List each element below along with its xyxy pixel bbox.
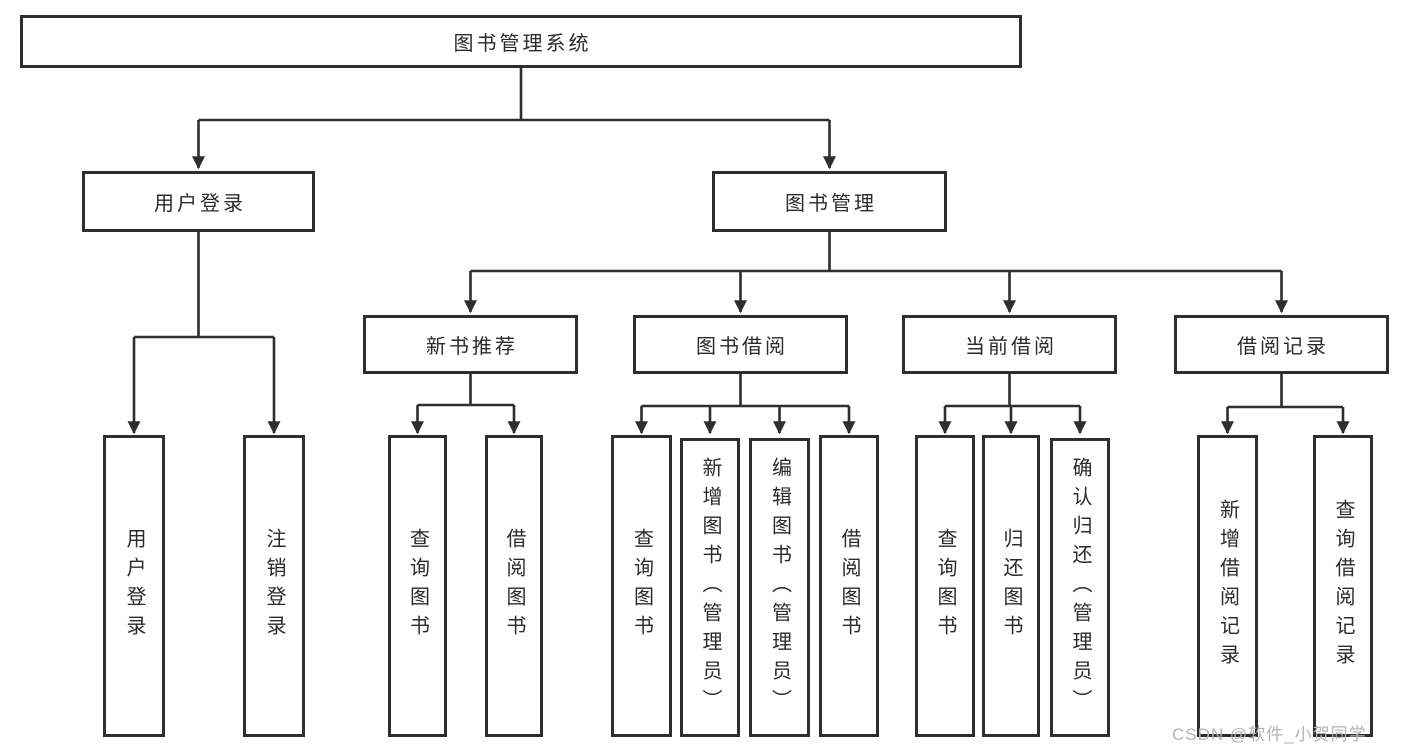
node-current-borrowing: 当前借阅 — [902, 315, 1117, 374]
leaf-user-login: 用户登录 — [103, 435, 165, 737]
node-book-borrowing: 图书借阅 — [633, 315, 848, 374]
connectors-new-book-recommend — [411, 374, 521, 435]
leaf-borrow-books-borrowing: 借阅图书 — [819, 435, 879, 737]
leaf-query-books-current: 查询图书 — [915, 435, 975, 737]
leaf-query-borrow-record: 查询借阅记录 — [1313, 435, 1373, 737]
connectors-book-borrowing — [635, 374, 856, 435]
connectors-root — [192, 68, 836, 170]
leaf-add-borrow-record: 新增借阅记录 — [1197, 435, 1258, 737]
leaf-add-books-admin: 新增图书（管理员） — [680, 438, 740, 737]
leaf-query-books-borrowing: 查询图书 — [611, 435, 672, 737]
connectors-borrowing-records — [1221, 374, 1350, 435]
node-new-book-recommend: 新书推荐 — [363, 315, 578, 374]
watermark: CSDN @软件_小贺同学 — [1172, 725, 1367, 744]
leaf-edit-books-admin: 编辑图书（管理员） — [749, 438, 810, 737]
node-borrowing-records: 借阅记录 — [1174, 315, 1389, 374]
leaf-logout-login: 注销登录 — [243, 435, 305, 737]
node-user-login: 用户登录 — [82, 171, 315, 232]
leaf-confirm-return-admin: 确认归还（管理员） — [1050, 438, 1110, 737]
leaf-query-books-recommend: 查询图书 — [388, 435, 447, 737]
leaf-borrow-books-recommend: 借阅图书 — [485, 435, 543, 737]
node-root: 图书管理系统 — [20, 15, 1022, 68]
leaf-return-books: 归还图书 — [982, 435, 1040, 737]
connectors-book-management — [464, 232, 1288, 314]
connectors-current-borrowing — [938, 374, 1087, 435]
connectors-user-login — [127, 232, 281, 435]
node-book-management: 图书管理 — [712, 171, 947, 232]
